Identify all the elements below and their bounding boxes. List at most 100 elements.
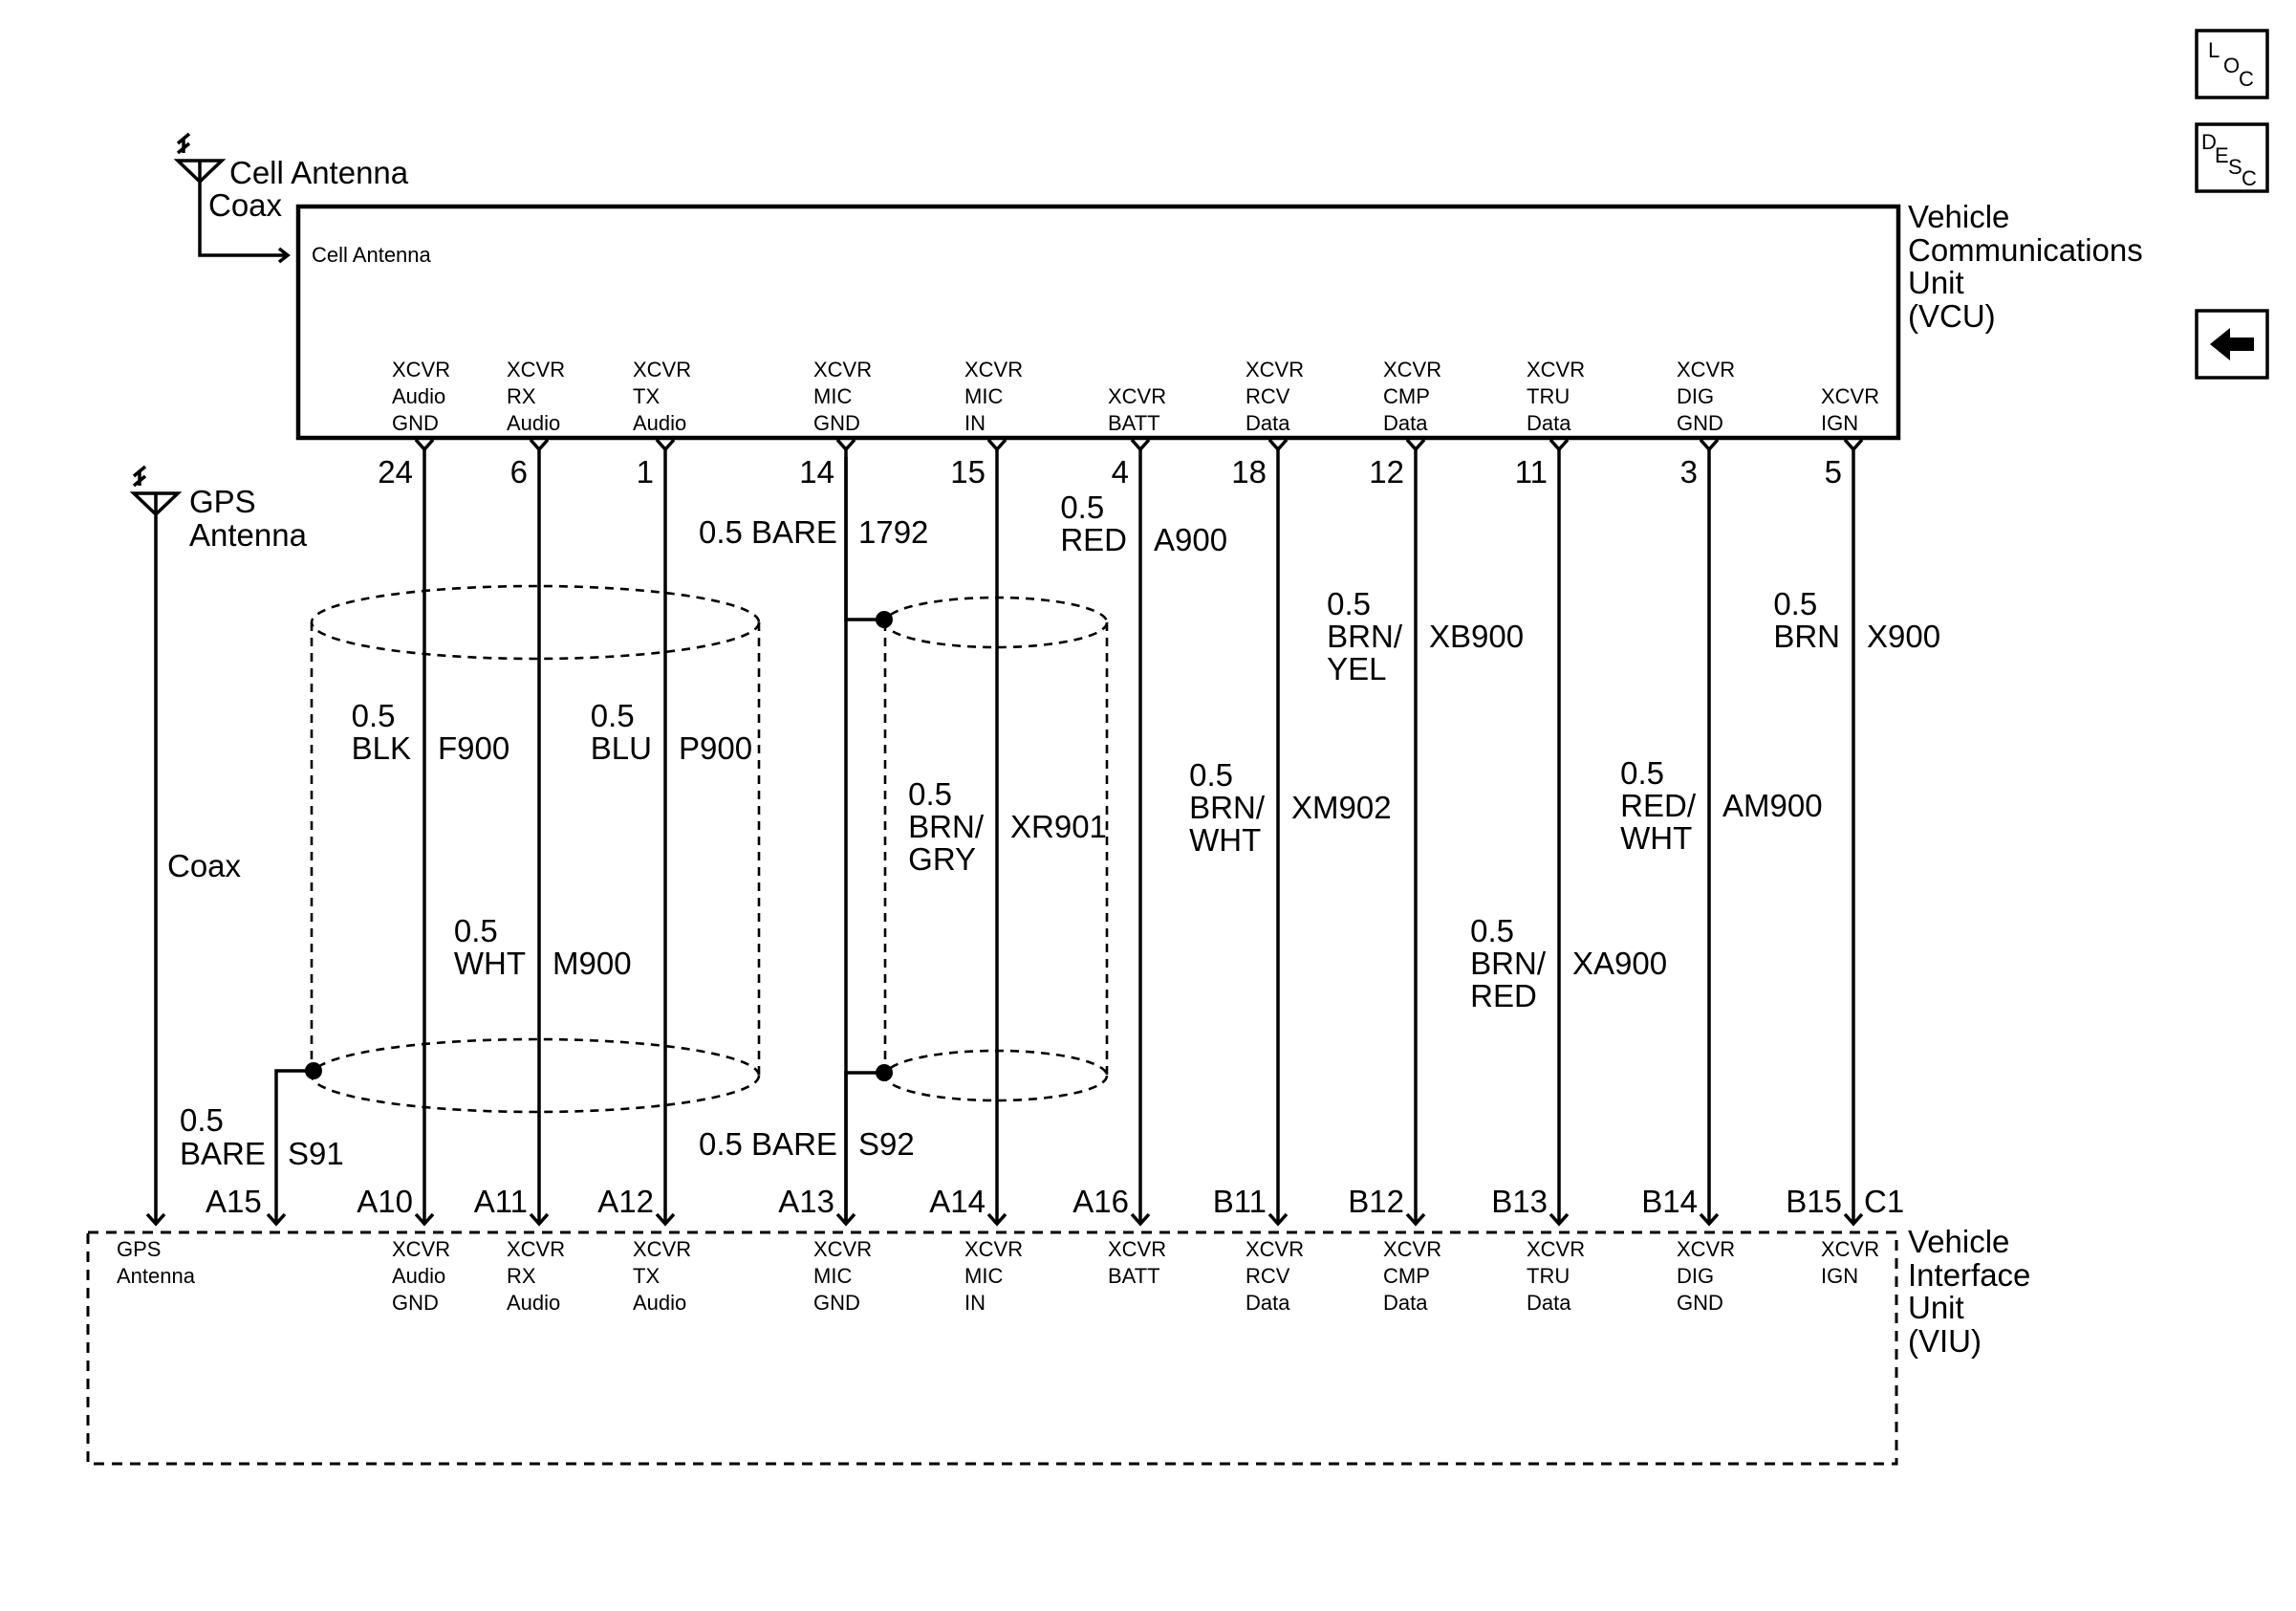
loc-button[interactable]: L O C [2195, 29, 2269, 99]
viu-terminal-tru_data [1549, 1212, 1570, 1227]
circuit-number-rx_audio: M900 [552, 946, 632, 981]
wire-label-dig_gnd: WHT [1620, 820, 1692, 856]
circuit-rcv_data: 18B11XCVRRCVDataXCVRRCVData0.5BRN/WHTXM9… [1189, 358, 1391, 1315]
vcu-pin-rx_audio: 6 [510, 454, 528, 490]
vcu-pin-name-dig_gnd: XCVR [1677, 358, 1735, 381]
svg-text:(VIU): (VIU) [1908, 1323, 1982, 1359]
vcu-pin-rcv_data: 18 [1231, 454, 1267, 490]
vcu-pin-name-batt: BATT [1108, 411, 1160, 435]
desc-letter-c: C [2242, 166, 2257, 190]
gps-coax-connector [145, 1212, 166, 1227]
vcu-terminal-rcv_data [1267, 438, 1289, 452]
svg-text:BARE: BARE [180, 1136, 266, 1171]
vcu-terminal-ign [1843, 438, 1864, 452]
loc-letter-l: L [2208, 38, 2220, 62]
wire-label-mic_in: 0.5 [908, 776, 952, 812]
viu-pin-audio_gnd: A10 [357, 1184, 413, 1219]
viu-pin-name-mic_in: XCVR [964, 1237, 1023, 1261]
circuit-number-audio_gnd: F900 [438, 730, 509, 766]
svg-text:Antenna: Antenna [117, 1264, 196, 1288]
wire-label-tru_data: RED [1470, 978, 1537, 1013]
viu-pin-name-audio_gnd: GND [392, 1291, 439, 1315]
viu-pin-name-rx_audio: Audio [507, 1291, 560, 1315]
cell-coax-connector [277, 247, 291, 264]
vcu-pin-name-mic_in: XCVR [964, 358, 1023, 381]
vcu-terminal-dig_gnd [1699, 438, 1720, 452]
viu-pin-name-rcv_data: XCVR [1245, 1237, 1304, 1261]
viu-terminal-audio_gnd [414, 1212, 435, 1227]
viu-pin-name-mic_in: IN [964, 1291, 986, 1315]
svg-text:Interface: Interface [1908, 1257, 2030, 1293]
vcu-pin-name-mic_in: IN [964, 411, 986, 435]
wire-label-tx_audio: 0.5 [591, 698, 635, 733]
svg-text:Communications: Communications [1908, 232, 2143, 268]
viu-pin-tx_audio: A12 [597, 1184, 654, 1219]
circuit-number-tx_audio: P900 [679, 730, 752, 766]
svg-text:Antenna: Antenna [189, 517, 308, 553]
vcu-pin-name-dig_gnd: DIG [1677, 384, 1714, 408]
vcu-pin-name-ign: XCVR [1821, 384, 1879, 408]
viu-box [86, 1230, 1898, 1466]
vcu-pin-name-tx_audio: Audio [633, 411, 686, 435]
left-arrow-icon [2210, 328, 2254, 360]
viu-pin-name-cmp_data: Data [1383, 1291, 1428, 1315]
viu-terminal-ign [1843, 1212, 1864, 1227]
wire-label-mic_in: BRN/ [908, 809, 985, 844]
vcu-terminal-mic_in [986, 438, 1007, 452]
vcu-pin-name-tx_audio: XCVR [633, 358, 691, 381]
viu-pin-name-dig_gnd: GND [1677, 1291, 1723, 1315]
desc-button[interactable]: D E S C [2195, 122, 2269, 193]
vcu-terminal-cmp_data [1405, 438, 1426, 452]
svg-text:GPS: GPS [117, 1237, 161, 1261]
viu-pin-name-tx_audio: Audio [633, 1291, 686, 1315]
wire-label-dig_gnd: 0.5 [1620, 755, 1664, 791]
back-button[interactable] [2195, 309, 2269, 380]
vcu-pin-ign: 5 [1825, 454, 1842, 490]
viu-pin-mic_gnd: A13 [778, 1184, 834, 1219]
viu-terminal-mic_in [986, 1212, 1007, 1227]
viu-pin-batt: A16 [1072, 1184, 1129, 1219]
svg-text:0.5 BARE: 0.5 BARE [699, 514, 837, 550]
viu-terminal-cmp_data [1405, 1212, 1426, 1227]
vcu-pin-tx_audio: 1 [637, 454, 654, 490]
svg-text:Vehicle: Vehicle [1908, 199, 2009, 234]
vcu-terminal-tru_data [1549, 438, 1570, 452]
vcu-terminal-batt [1130, 438, 1151, 452]
wire-label-rcv_data: BRN/ [1189, 790, 1266, 825]
circuit-number-cmp_data: XB900 [1429, 619, 1524, 654]
circuit-cmp_data: 12B12XCVRCMPDataXCVRCMPData0.5BRN/YELXB9… [1327, 358, 1524, 1315]
vcu-label: Vehicle Communications Unit (VCU) [1908, 199, 2143, 334]
wire-label-tx_audio: BLU [591, 730, 652, 766]
vcu-pin-name-tru_data: Data [1527, 411, 1571, 435]
vcu-pin-name-rcv_data: RCV [1245, 384, 1290, 408]
drain-mic-top-label: 0.5 BARE 1792 [699, 514, 928, 550]
vcu-pin-name-rcv_data: XCVR [1245, 358, 1304, 381]
wire-label-tru_data: BRN/ [1470, 946, 1547, 981]
viu-pin-name-rcv_data: Data [1245, 1291, 1290, 1315]
viu-pin-name-batt: XCVR [1108, 1237, 1166, 1261]
vcu-box [295, 204, 1901, 441]
viu-pin-name-rx_audio: RX [507, 1264, 536, 1288]
vcu-pin-name-mic_gnd: MIC [813, 384, 852, 408]
circuit-number-rcv_data: XM902 [1291, 790, 1392, 825]
viu-gps-pin-label: GPS Antenna [117, 1237, 196, 1288]
wire-label-ign: 0.5 [1773, 586, 1817, 621]
vcu-pin-name-rx_audio: RX [507, 384, 536, 408]
viu-pin-name-tru_data: TRU [1527, 1264, 1570, 1288]
vcu-pin-name-tru_data: XCVR [1527, 358, 1585, 381]
viu-pin-name-tru_data: Data [1527, 1291, 1571, 1315]
vcu-pin-name-dig_gnd: GND [1677, 411, 1723, 435]
viu-terminal-dig_gnd [1699, 1212, 1720, 1227]
wire-label-mic_in: GRY [908, 841, 976, 877]
viu-connector-label: C1 [1864, 1184, 1904, 1219]
vcu-pin-audio_gnd: 24 [378, 454, 413, 490]
viu-pin-name-mic_gnd: GND [813, 1291, 860, 1315]
wire-label-audio_gnd: 0.5 [352, 698, 396, 733]
viu-terminal-rcv_data [1267, 1212, 1289, 1227]
